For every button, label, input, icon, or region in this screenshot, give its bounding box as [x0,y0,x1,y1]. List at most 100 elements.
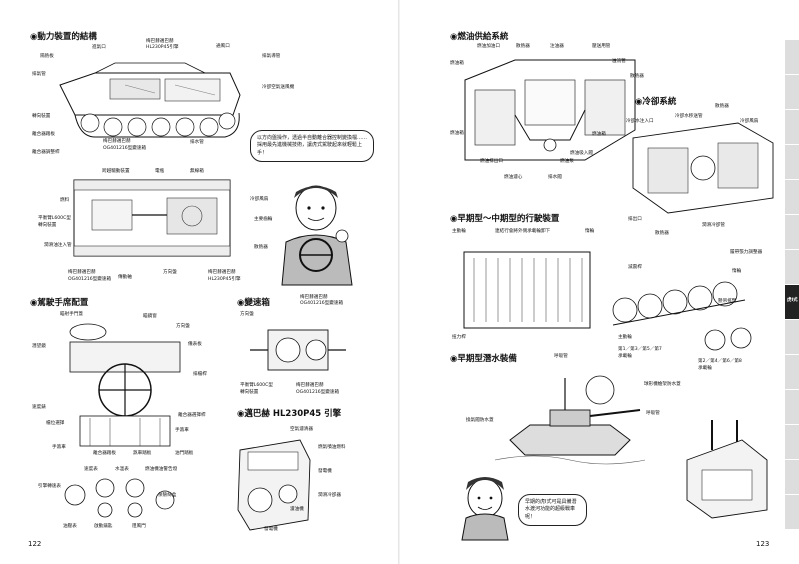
label-fuel-drain: 排水閥 [548,175,562,180]
suspension-diagram [612,281,752,351]
label-eng-starter: 發電機 [264,527,278,532]
label-exhaust-pipe: 排氣導管 [262,54,281,59]
fuel-system-diagram [464,59,636,161]
label-throttle: 阻風門 [132,524,146,529]
label-shift: 檔位選擇 [46,421,65,426]
label-gb-maybach2b: OG401216型變速箱 [296,390,340,395]
label-fuel-tank: 燃油箱 [592,132,606,137]
label-gear-cl: 主要齒輪 [254,217,273,222]
label-exhaust-grille: 通風口 [216,44,230,49]
label-gb-maybach2: 梅巴赫邁巴赫 [296,383,324,388]
label-speed: 速度錶 [32,405,46,410]
label-cool-fan: 冷卻風扇 [740,119,759,124]
label-maybach1b: HL230P45引擎 [146,45,179,50]
label-oil-pres: 油壓表 [63,524,77,529]
label-partition: 隔熱板 [40,54,54,59]
label-fuel-mark: 燃料 [60,198,70,203]
label-track-ground: 連結行會將外側承載輪卸下 [495,229,551,234]
side-tab[interactable]: 虎I式 [785,285,799,320]
side-tab[interactable] [785,320,799,355]
speech-bubble-left: 以方向盤操作，透過半自動離合器控制變換檔……採用最先進機械技術，讓虎式駕駛起來就… [250,130,374,162]
tank-hull-diagram [59,62,241,138]
page-number-right: 123 [756,540,770,548]
label-cool-transfer: 冷卻水移送管 [675,114,703,119]
gearbox-diagram [250,329,346,371]
label-trans: 跨越驅動裝置 [102,169,130,174]
label-mb4: 梅巴赫邁巴赫 [208,270,236,275]
label-gb-maybach: 梅巴赫邁巴赫 [300,295,328,300]
label-clutch-lever: 離合器調整桿 [32,150,60,155]
gauge-cluster [64,478,175,518]
label-clutch-lever-cockpit: 離合器選擇桿 [178,413,206,418]
label-fuel-pump: 燃油泵 [560,159,574,164]
label-generator: 電瓶 [155,169,165,174]
side-tab[interactable] [785,215,799,250]
section-title-engine: ◉邁巴赫 HL230P45 引擎 [237,409,342,419]
label-eng-air: 空氣濾清器 [290,427,313,432]
label-fuel-tank-r: 燃油箱 [450,131,464,136]
side-tab[interactable] [785,460,799,495]
label-track-idler: 惰輪 [585,229,595,234]
label-fuel-main-pipe: 壓送用管 [592,44,611,49]
label-cool-pipe: 潤滑冷卻管 [702,223,725,228]
label-fuel-radiator2: 散熱器 [630,74,644,79]
hull-plan-diagram [73,179,231,257]
engine-diagram [237,439,311,531]
speech-bubble-right: 早期的虎I式可是具備潛水渡河功能的超級戰車呢！ [518,494,587,526]
label-gas-pedal: 油門踏板 [175,451,194,456]
side-tab[interactable] [785,110,799,145]
label-hand-brake: 手煞車 [52,445,66,450]
soldier-illustration-right [461,477,509,541]
label-drive: 傳動軸 [118,275,132,280]
section-title-deep: ◉早期型潛水裝備 [450,354,517,364]
cooling-system-diagram [632,122,774,214]
label-fuel-overflow: 溢流管 [612,59,626,64]
label-instrument: 儀表板 [188,342,202,347]
label-track-shock: 減震桿 [628,265,642,270]
label-deep-snorkel2: 呼吸管 [646,411,660,416]
label-cool: 冷卻空氣送風機 [262,85,295,90]
side-tab[interactable] [785,75,799,110]
side-tab[interactable] [785,355,799,390]
label-periscope: 瞄鏡窗 [143,314,157,319]
section-title-cockpit: ◉駕駛手席配置 [30,298,89,308]
book-gutter [398,0,401,564]
label-fuel-suction: 燃油吸入閥 [570,151,593,156]
label-brake: 排檔桿 [193,372,207,377]
label-drain: 排水管 [190,140,204,145]
label-oil-warn: 燃油機油警告燈 [145,467,178,472]
label-deep-valve: 換氣閥防水蓋 [466,418,494,423]
label-periscope-left: 潛望鏡 [32,344,46,349]
label-intake: 進氣口 [92,45,106,50]
label-hatch: 無線箱 [190,169,204,174]
label-maybach2: 梅巴赫邁巴赫 [103,139,131,144]
label-deep-ball: 球形機槍架防水蓋 [644,382,681,387]
side-tab[interactable] [785,40,799,75]
label-maybach2b: OG401216型變速箱 [103,146,147,151]
label-eng-fuel-pump: 燃氣噴油燃料 [318,445,346,450]
label-eng-carb: 發電機 [318,469,332,474]
label-mb3b: OG401216型變速箱 [68,277,112,282]
label-cool-outlet: 排出口 [628,217,642,222]
label-sight: 瞄射手門蓋 [60,312,83,317]
label-maybach1: 梅巴赫邁巴赫 [146,39,174,44]
label-speedo: 速度表 [84,467,98,472]
label-fuse: 保險絲盒 [158,493,177,498]
label-exhaust: 排氣管 [32,72,46,77]
label-cool-fan: 冷卻風扇 [250,197,269,202]
label-track-main: 主動輪 [452,229,466,234]
side-tab[interactable] [785,390,799,425]
label-cool-fan2: 散熱器 [655,231,669,236]
side-tab[interactable] [785,180,799,215]
label-cool-radiator: 散熱器 [715,104,729,109]
side-tab[interactable] [785,250,799,285]
label-water: 水溫表 [115,467,129,472]
label-ignition: 啟動鑰匙 [94,524,113,529]
side-tab[interactable] [785,145,799,180]
side-tab[interactable] [785,425,799,460]
label-track-torsion: 扭力桿 [452,335,466,340]
label-steering: 方向盤 [176,324,190,329]
side-tab[interactable] [785,495,799,530]
right-page: ◉燃油供給系統 燃油加油口 散熱器 注油器 壓送用管 溢流管 散熱器 燃油箱 燃… [400,0,799,564]
